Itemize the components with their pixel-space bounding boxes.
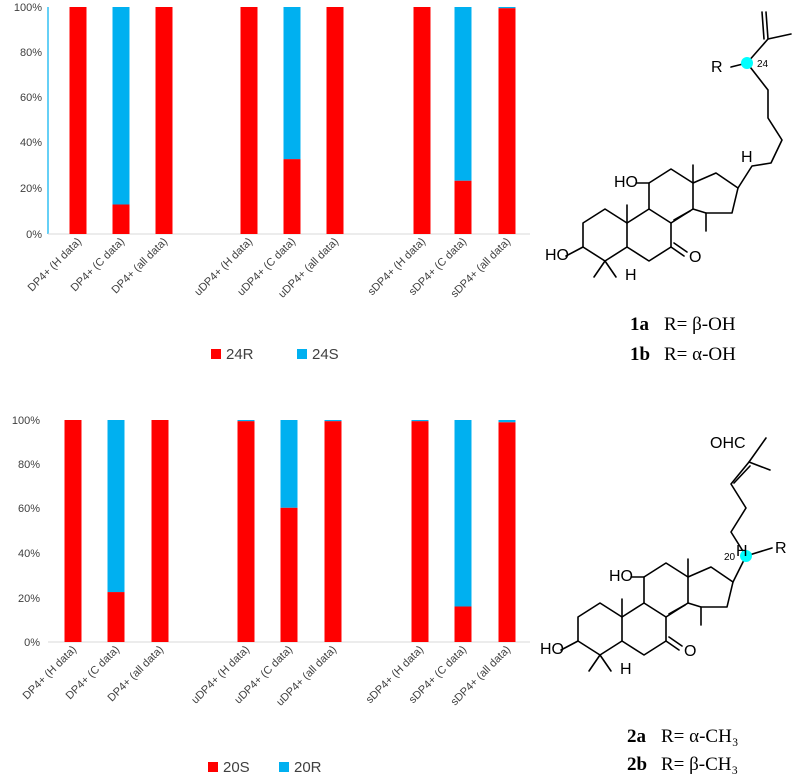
bar-segment-20s — [64, 420, 82, 642]
hydrogen-label: H — [620, 661, 632, 678]
structure-drawing — [565, 11, 792, 278]
hydroxyl-label: HO — [540, 641, 564, 658]
bar-segment-20s — [454, 606, 472, 642]
locant-label: 24 — [757, 59, 769, 70]
bars-bottom — [64, 420, 516, 642]
hydroxyl-label: HO — [609, 568, 633, 585]
r-group-label: R — [775, 540, 787, 557]
x-axis-categories-bottom: DP4+ (H data)DP4+ (C data)DP4+ (all data… — [21, 644, 513, 709]
y-tick-label: 20% — [20, 183, 42, 195]
y-tick-label: 100% — [14, 2, 42, 14]
chemical-structure-2: OHC R HO HO H H O 20 2a R= α-CH₃ 2b R= β… — [540, 435, 787, 775]
y-tick-label: 0% — [26, 229, 42, 241]
y-tick-label: 20% — [18, 593, 40, 605]
y-tick-label: 80% — [18, 459, 40, 471]
bar-segment-24s — [283, 7, 301, 160]
legend-swatch-24s — [297, 349, 307, 359]
oxygen-label: O — [689, 249, 701, 266]
compound-rgroup: R= β-OH — [664, 314, 736, 335]
bar-segment-24r — [112, 204, 130, 234]
y-tick-label: 100% — [12, 415, 40, 427]
bar-segment-24r — [240, 7, 258, 234]
y-tick-label: 0% — [24, 637, 40, 649]
legend-swatch-20s — [208, 762, 218, 772]
y-axis-ticks-bottom: 0% 20% 40% 60% 80% 100% — [12, 415, 40, 649]
bar-segment-20s — [151, 420, 169, 642]
chemical-structure-1: R HO HO H H O 24 1a R= β-OH 1b R= α-OH — [545, 11, 792, 365]
compound-id: 2a — [627, 726, 647, 747]
compound-rgroup: R= α-OH — [664, 344, 736, 365]
bar-segment-20r — [454, 420, 472, 607]
y-tick-label: 40% — [20, 137, 42, 149]
compound-id: 1b — [630, 344, 650, 365]
bar-segment-24r — [283, 159, 301, 234]
legend-bottom: 20S 20R — [208, 759, 322, 776]
y-axis-ticks-top: 0% 20% 40% 60% 80% 100% — [14, 2, 42, 241]
bar-segment-24r — [454, 180, 472, 234]
stereocenter-marker — [740, 550, 752, 562]
legend-label-20s: 20S — [223, 759, 250, 776]
hydrogen-label: H — [736, 543, 748, 560]
bar-segment-20s — [498, 422, 516, 642]
bar-segment-20s — [237, 421, 255, 642]
bar-segment-24r — [69, 7, 87, 234]
y-tick-label: 60% — [20, 92, 42, 104]
hydroxyl-label: HO — [614, 174, 638, 191]
bar-segment-20r — [107, 420, 125, 593]
legend-label-24r: 24R — [226, 346, 254, 363]
compound-id: 1a — [630, 314, 650, 335]
legend-swatch-24r — [211, 349, 221, 359]
bar-segment-24r — [155, 7, 173, 234]
bar-segment-24s — [498, 7, 516, 9]
x-axis-categories-top: DP4+ (H data)DP4+ (C data)DP4+ (all data… — [26, 236, 513, 301]
chart-top: 0% 20% 40% 60% 80% 100% DP4+ (H data)DP4… — [14, 2, 530, 363]
hydroxyl-label: HO — [545, 247, 569, 264]
legend-top: 24R 24S — [211, 346, 339, 363]
hydrogen-label: H — [625, 267, 637, 284]
bar-segment-20r — [411, 420, 429, 422]
y-tick-label: 60% — [18, 503, 40, 515]
bars-top — [69, 7, 516, 235]
oxygen-label: O — [684, 643, 696, 660]
compound-id: 2b — [627, 754, 647, 775]
locant-label: 20 — [724, 552, 736, 563]
legend-label-20r: 20R — [294, 759, 322, 776]
r-group-label: R — [711, 59, 723, 76]
bar-segment-24s — [112, 7, 130, 205]
bar-segment-20s — [411, 421, 429, 642]
aldehyde-label: OHC — [710, 435, 746, 452]
y-tick-label: 40% — [18, 548, 40, 560]
bar-segment-24r — [326, 7, 344, 234]
bar-segment-20r — [280, 420, 298, 508]
bar-segment-24r — [498, 8, 516, 235]
bar-segment-20r — [324, 420, 342, 422]
bar-segment-20r — [237, 420, 255, 422]
bar-segment-20s — [324, 421, 342, 642]
chart-bottom: 0% 20% 40% 60% 80% 100% DP4+ (H data)DP4… — [12, 415, 530, 776]
bar-segment-20r — [498, 420, 516, 423]
compound-rgroup: R= β-CH₃ — [661, 754, 738, 775]
y-tick-label: 80% — [20, 47, 42, 59]
bar-segment-20s — [107, 592, 125, 642]
stereocenter-marker — [741, 57, 753, 69]
structure-drawing — [560, 437, 773, 672]
bar-segment-24s — [454, 7, 472, 181]
hydrogen-label: H — [741, 149, 753, 166]
bar-segment-24r — [413, 7, 431, 234]
legend-label-24s: 24S — [312, 346, 339, 363]
compound-rgroup: R= α-CH₃ — [661, 726, 738, 747]
legend-swatch-20r — [279, 762, 289, 772]
bar-segment-20s — [280, 507, 298, 642]
